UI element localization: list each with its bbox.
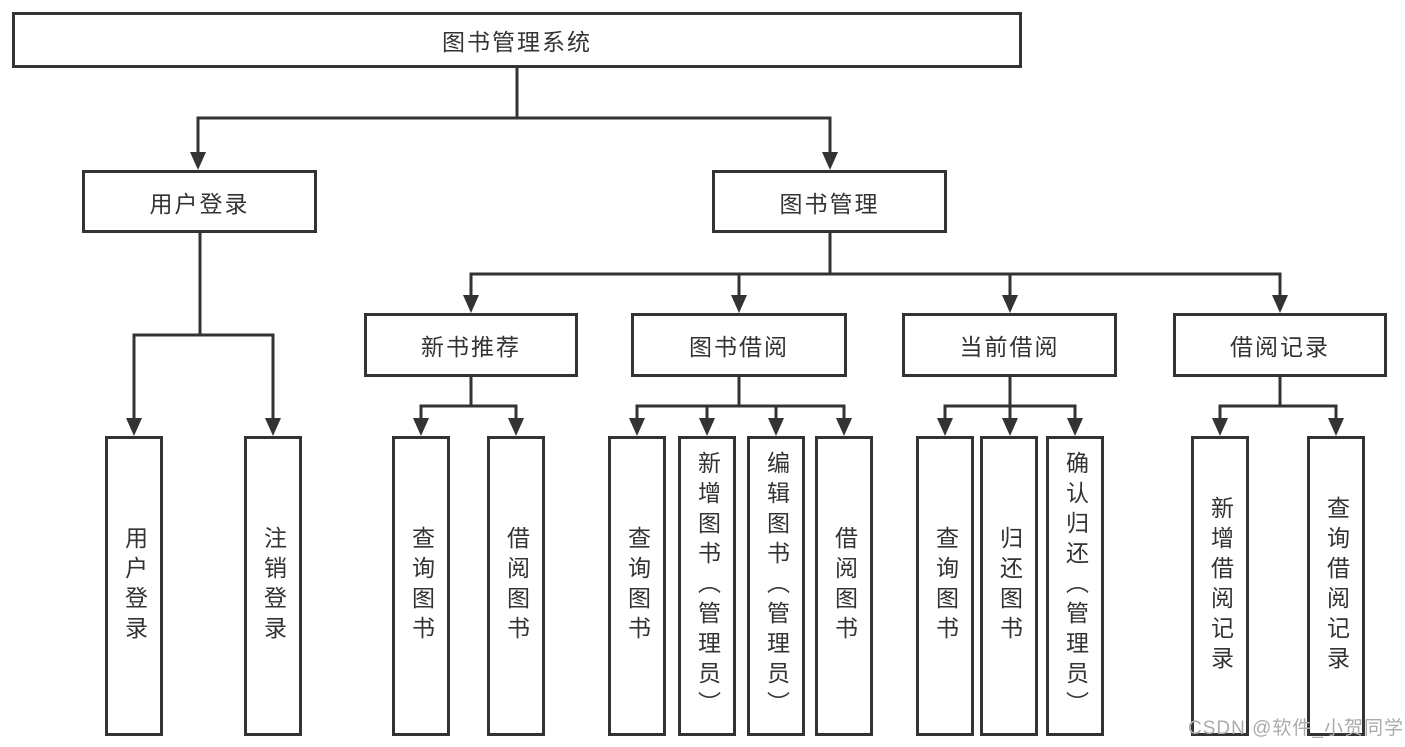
leaf-return-book: 归还图书 (980, 436, 1038, 736)
node-new-book-recommend: 新书推荐 (364, 313, 578, 377)
arrow-down-icon (731, 295, 747, 313)
connector-line (635, 404, 846, 418)
arrow-down-icon (1328, 418, 1344, 436)
arrow-down-icon (822, 152, 838, 170)
leaf-query-book-borrow: 查询图书 (608, 436, 666, 736)
leaf-add-book-admin: 新增图书（管理员） (678, 436, 736, 736)
arrow-down-icon (629, 418, 645, 436)
leaf-edit-book-admin: 编辑图书（管理员） (747, 436, 805, 736)
node-user-login: 用户登录 (82, 170, 317, 233)
arrow-down-icon (1002, 295, 1018, 313)
arrow-down-icon (836, 418, 852, 436)
leaf-borrow-book: 借阅图书 (815, 436, 873, 736)
arrow-down-icon (508, 418, 524, 436)
arrow-down-icon (463, 295, 479, 313)
connector-line (419, 404, 518, 418)
leaf-query-borrow-record: 查询借阅记录 (1307, 436, 1365, 736)
connector-line (1218, 404, 1338, 418)
arrow-down-icon (1067, 418, 1083, 436)
arrow-down-icon (1212, 418, 1228, 436)
arrow-down-icon (413, 418, 429, 436)
leaf-borrow-book-recommend: 借阅图书 (487, 436, 545, 736)
arrow-down-icon (937, 418, 953, 436)
arrow-down-icon (768, 418, 784, 436)
connector-line (196, 116, 832, 152)
arrow-down-icon (1272, 295, 1288, 313)
arrow-down-icon (265, 418, 281, 436)
node-book-management: 图书管理 (712, 170, 947, 233)
leaf-query-book-current: 查询图书 (916, 436, 974, 736)
arrow-down-icon (190, 152, 206, 170)
arrow-down-icon (699, 418, 715, 436)
node-book-borrow: 图书借阅 (631, 313, 847, 377)
watermark: CSDN @软件_小贺同学 (1188, 718, 1404, 739)
leaf-logout: 注销登录 (244, 436, 302, 736)
arrow-down-icon (1002, 418, 1018, 436)
leaf-confirm-return-admin: 确认归还（管理员） (1046, 436, 1104, 736)
node-current-borrow: 当前借阅 (902, 313, 1117, 377)
connector-line (469, 272, 1282, 295)
connector-line (132, 333, 275, 418)
node-borrow-record: 借阅记录 (1173, 313, 1387, 377)
leaf-query-book-recommend: 查询图书 (392, 436, 450, 736)
leaf-add-borrow-record: 新增借阅记录 (1191, 436, 1249, 736)
leaf-user-login: 用户登录 (105, 436, 163, 736)
node-root: 图书管理系统 (12, 12, 1022, 68)
arrow-down-icon (126, 418, 142, 436)
